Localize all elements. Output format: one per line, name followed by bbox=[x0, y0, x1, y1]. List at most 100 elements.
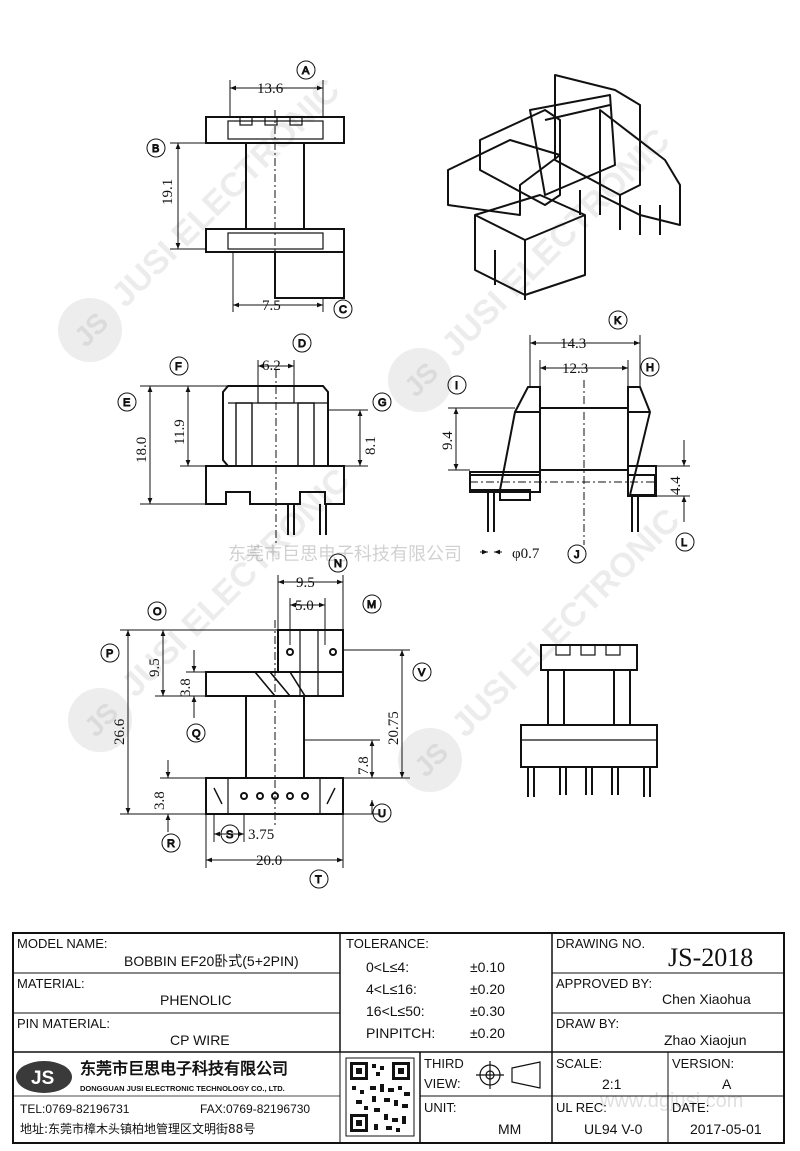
callout-i-label: I bbox=[455, 380, 458, 392]
dim-l: 4.4 bbox=[668, 476, 684, 495]
callout-h-label: H bbox=[646, 362, 654, 374]
callout-e: E bbox=[117, 392, 137, 412]
callout-k-label: K bbox=[614, 315, 622, 327]
company-fax: FAX:0769-82196730 bbox=[200, 1102, 310, 1116]
company-address: 地址:东莞市樟木头镇柏地管理区文明街88号 bbox=[20, 1121, 255, 1136]
callout-u: U bbox=[372, 803, 392, 823]
draw-by-label: DRAW BY: bbox=[556, 1016, 619, 1031]
ul-rec-value: UL94 V-0 bbox=[584, 1121, 643, 1137]
callout-r: R bbox=[161, 833, 181, 853]
callout-q-label: Q bbox=[192, 728, 201, 740]
scale-label: SCALE: bbox=[556, 1056, 602, 1071]
qr-code bbox=[345, 1057, 415, 1137]
company-tel: TEL:0769-82196731 bbox=[20, 1102, 130, 1116]
callout-m-label: M bbox=[367, 599, 376, 611]
callout-g: G bbox=[372, 392, 392, 412]
view-end bbox=[469, 380, 657, 545]
dim-a: 13.6 bbox=[257, 81, 284, 97]
version-value: A bbox=[722, 1076, 732, 1092]
dim-k: 14.3 bbox=[560, 336, 586, 352]
callout-j: J bbox=[567, 544, 587, 564]
callout-bubbles: A B C D E F G H I J K L M N O P Q R S T … bbox=[100, 60, 695, 889]
third-view-label-2: VIEW: bbox=[424, 1076, 461, 1091]
callout-p-label: P bbox=[106, 648, 113, 660]
dim-d: 6.2 bbox=[262, 358, 281, 374]
tolerance-label: TOLERANCE: bbox=[346, 936, 429, 951]
material-value: PHENOLIC bbox=[160, 992, 232, 1008]
callout-s-label: S bbox=[226, 829, 233, 841]
callout-v: V bbox=[412, 662, 432, 682]
company-logo-text: JS bbox=[31, 1068, 54, 1089]
drawing-no-label: DRAWING NO. bbox=[556, 936, 645, 951]
scale-value: 2:1 bbox=[602, 1076, 622, 1092]
callout-a-label: A bbox=[302, 65, 310, 77]
callout-s: S bbox=[220, 824, 240, 844]
view-bottom-right bbox=[520, 644, 658, 797]
dim-p: 26.6 bbox=[112, 718, 128, 745]
callout-v-label: V bbox=[418, 667, 426, 679]
third-view-label-1: THIRD bbox=[424, 1056, 464, 1071]
callout-b: B bbox=[146, 138, 166, 158]
tolerance-range-2: 4<L≤16: bbox=[366, 981, 417, 997]
dim-h: 12.3 bbox=[562, 361, 588, 377]
callout-n: N bbox=[328, 553, 348, 573]
dim-i: 9.4 bbox=[440, 431, 456, 450]
callout-o: O bbox=[147, 601, 167, 621]
callout-a: A bbox=[296, 60, 316, 80]
callout-q: Q bbox=[186, 723, 206, 743]
title-block bbox=[12, 932, 785, 1144]
callout-l-label: L bbox=[681, 537, 687, 549]
dim-m: 5.0 bbox=[295, 598, 314, 614]
company-name-en: DONGGUAN JUSI ELECTRONIC TECHNOLOGY CO.,… bbox=[80, 1084, 285, 1093]
dim-r: 3.8 bbox=[152, 791, 168, 810]
unit-label: UNIT: bbox=[424, 1100, 457, 1115]
approved-by-value: Chen Xiaohua bbox=[662, 991, 751, 1007]
callout-h: H bbox=[640, 357, 660, 377]
dim-o: 9.5 bbox=[147, 658, 163, 677]
version-label: VERSION: bbox=[672, 1056, 734, 1071]
callout-t: T bbox=[309, 869, 329, 889]
dim-j: φ0.7 bbox=[512, 546, 540, 562]
dim-v: 20.75 bbox=[386, 711, 402, 745]
tolerance-range-4: PINPITCH: bbox=[366, 1025, 435, 1041]
third-angle-projection-icon bbox=[476, 1061, 541, 1089]
callout-b-label: B bbox=[152, 143, 159, 155]
view-bottom-dims bbox=[120, 575, 410, 868]
view-front-top-dims bbox=[170, 80, 324, 312]
dim-n: 9.5 bbox=[296, 575, 315, 591]
view-front-top bbox=[205, 110, 345, 305]
callout-t-label: T bbox=[315, 874, 322, 886]
callout-d: D bbox=[292, 333, 312, 353]
view-side-dims bbox=[140, 360, 368, 505]
dim-q: 3.8 bbox=[178, 678, 194, 697]
callout-k: K bbox=[608, 310, 628, 330]
dim-b: 19.1 bbox=[160, 179, 176, 205]
date-value: 2017-05-01 bbox=[690, 1121, 762, 1137]
tolerance-value-1: ±0.10 bbox=[470, 959, 505, 975]
callout-p: P bbox=[100, 643, 120, 663]
view-bottom bbox=[205, 620, 344, 825]
watermark-brand: JUSI ELECTRONIC bbox=[444, 501, 687, 744]
approved-by-label: APPROVED BY: bbox=[556, 976, 652, 991]
company-logo: JS bbox=[16, 1061, 72, 1093]
dim-s: 3.75 bbox=[248, 827, 274, 843]
view-side bbox=[205, 370, 345, 545]
callout-f-label: F bbox=[175, 361, 182, 373]
dim-t: 20.0 bbox=[256, 853, 282, 869]
company-name-cn: 东莞市巨思电子科技有限公司 bbox=[80, 1059, 288, 1078]
tolerance-value-4: ±0.20 bbox=[470, 1025, 505, 1041]
dim-e: 18.0 bbox=[134, 437, 150, 463]
model-name-value: BOBBIN EF20卧式(5+2PIN) bbox=[124, 953, 299, 969]
date-label: DATE: bbox=[672, 1100, 709, 1115]
dim-u: 7.8 bbox=[356, 756, 372, 775]
callout-i: I bbox=[447, 375, 467, 395]
dim-g: 8.1 bbox=[363, 436, 379, 455]
tolerance-range-1: 0<L≤4: bbox=[366, 959, 409, 975]
pin-material-value: CP WIRE bbox=[170, 1032, 230, 1048]
callout-m: M bbox=[362, 594, 382, 614]
tolerance-range-3: 16<L≤50: bbox=[366, 1003, 425, 1019]
callout-j-label: J bbox=[574, 549, 580, 561]
material-label: MATERIAL: bbox=[17, 976, 85, 991]
callout-c-label: C bbox=[339, 304, 347, 316]
